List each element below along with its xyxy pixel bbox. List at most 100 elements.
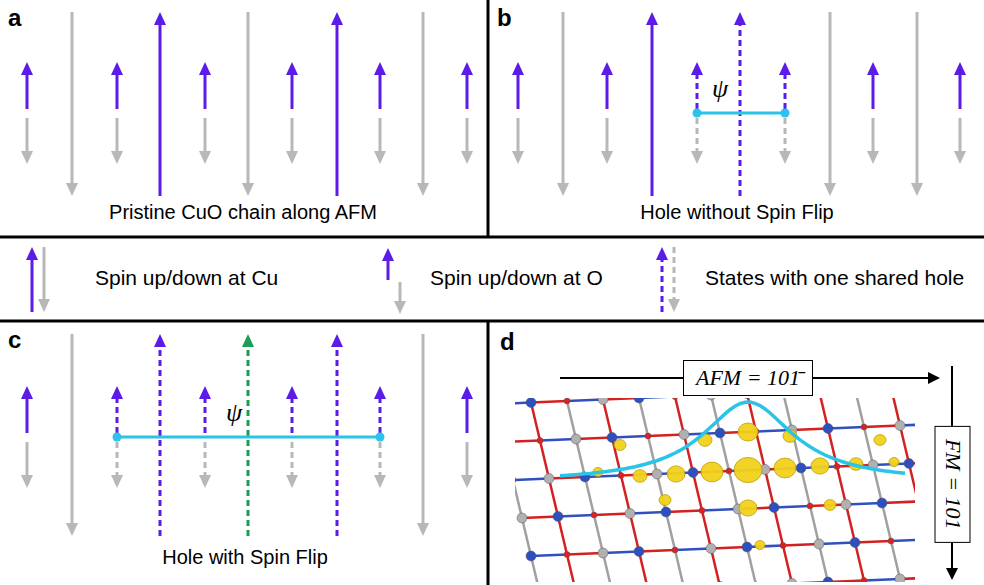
arrow-head [331, 334, 343, 347]
bond [612, 436, 648, 438]
arrow-head [867, 151, 879, 164]
bond [666, 512, 675, 550]
bond [675, 550, 684, 582]
bond [891, 540, 915, 542]
bond [540, 441, 549, 479]
bond [603, 398, 639, 400]
bond [522, 517, 558, 519]
bond [531, 555, 567, 557]
bond [846, 505, 855, 543]
bond [819, 543, 855, 545]
spin-arrow [159, 347, 162, 536]
arrow-head [21, 151, 33, 164]
arrow-head [199, 62, 211, 75]
spin-arrow [379, 75, 382, 109]
arrow-head [111, 386, 123, 399]
arrow-head [242, 183, 254, 196]
spin-arrow [872, 118, 875, 151]
bond [864, 426, 900, 428]
spin-arrow [466, 442, 469, 475]
atom [571, 434, 581, 444]
atom [591, 512, 597, 518]
label-box: FM = 101 [934, 426, 970, 543]
spin-arrow [739, 25, 742, 196]
bond [864, 427, 873, 465]
hole-density [739, 500, 757, 516]
bond [711, 547, 747, 549]
bond [783, 544, 819, 546]
spin-arrow [71, 12, 74, 183]
spin-arrow [872, 75, 875, 109]
spin-arrow [26, 118, 29, 151]
bond [639, 550, 675, 552]
spin-arrow [959, 118, 962, 151]
bond [702, 511, 711, 549]
hole-density [889, 458, 899, 467]
bond [864, 579, 900, 581]
atom [679, 430, 689, 440]
atom [787, 579, 797, 583]
bond [531, 403, 540, 441]
bond [515, 441, 540, 443]
atom [598, 548, 608, 558]
psi-symbol: ψ [226, 398, 242, 428]
spin-arrow [204, 399, 207, 433]
box-label: FM = 101 [940, 439, 965, 530]
atom [544, 474, 554, 484]
atom [807, 503, 813, 509]
arrow-head [111, 62, 123, 75]
atom [861, 578, 867, 583]
spin-arrow [784, 118, 787, 151]
bond [828, 581, 864, 583]
arrow-head [646, 12, 658, 25]
spin-arrow [466, 75, 469, 109]
arrow-head [21, 386, 33, 399]
panel-caption: Hole with Spin Flip [158, 546, 332, 569]
atom [625, 509, 635, 519]
bond [855, 543, 864, 581]
spin-arrow [336, 347, 339, 536]
hole-density [701, 462, 723, 482]
arrow-head [824, 183, 836, 196]
bond [515, 480, 522, 518]
bond [819, 544, 828, 582]
spin-arrow [291, 75, 294, 109]
spin-arrow [204, 442, 207, 475]
bond [855, 398, 864, 427]
panel-divider [0, 320, 984, 323]
atom [598, 398, 608, 405]
bond [603, 552, 639, 554]
spin-arrow [379, 118, 382, 151]
spin-arrow [562, 12, 565, 183]
arrow-head [911, 183, 923, 196]
bond [522, 518, 531, 556]
hole-density [874, 435, 886, 446]
bond [648, 436, 657, 474]
arrow-head [954, 151, 966, 164]
arrow-head [66, 523, 78, 536]
bond [630, 512, 666, 514]
atom [823, 424, 833, 434]
bond [567, 555, 576, 583]
atom [823, 577, 833, 582]
bond [801, 468, 810, 506]
hole-density [755, 541, 765, 550]
arrow-head [461, 475, 473, 488]
arrow-head [154, 334, 166, 347]
legend-text: Spin up/down at Cu [95, 266, 278, 290]
panel-letter: c [8, 326, 21, 354]
arrow-head [286, 475, 298, 488]
bond [657, 474, 666, 512]
atom [634, 398, 644, 403]
arrow-head [199, 475, 211, 488]
atom [618, 473, 624, 479]
bond [531, 401, 567, 403]
arrow-head [286, 62, 298, 75]
bond [567, 401, 576, 439]
spin-arrow [26, 442, 29, 475]
bond [882, 503, 891, 541]
arrow-head [928, 372, 940, 384]
bond [810, 506, 819, 544]
atom [564, 552, 570, 558]
bond [567, 553, 603, 555]
